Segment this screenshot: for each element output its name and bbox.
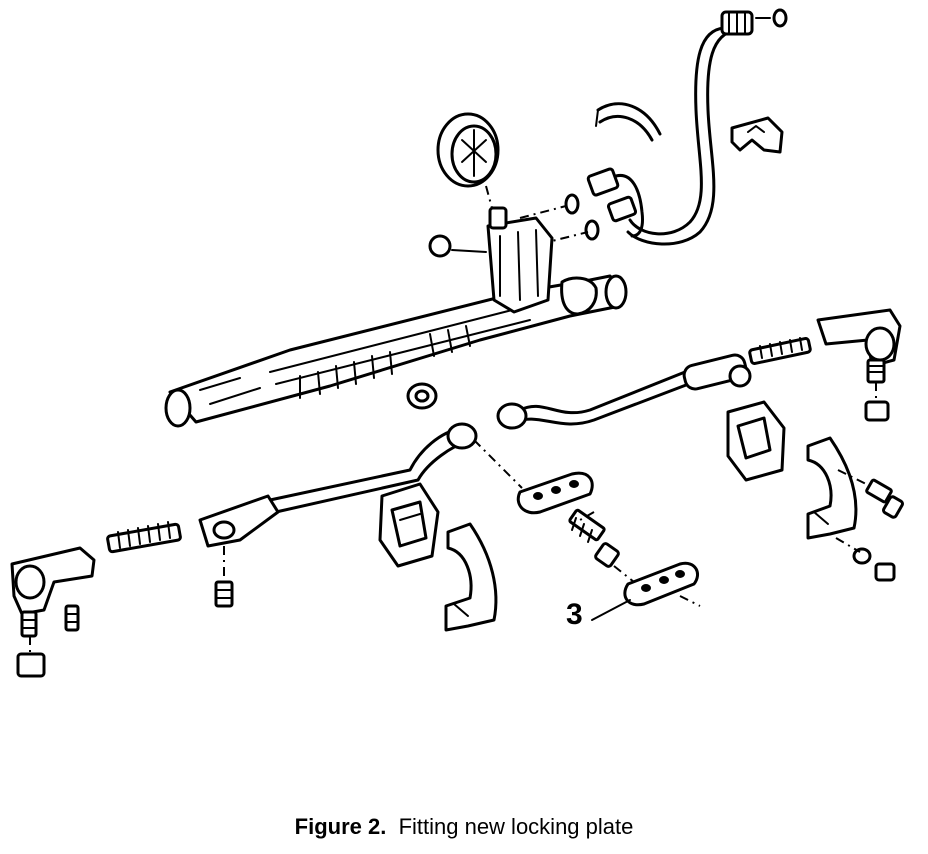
upper-locking-plate	[474, 440, 592, 513]
union-fittings	[520, 168, 643, 244]
pressure-pipe	[628, 10, 786, 244]
left-mounting-clamp	[446, 524, 496, 630]
figure-caption-text: Fitting new locking plate	[398, 814, 634, 839]
locking-bolt	[569, 510, 619, 568]
callout-leader-line	[592, 600, 630, 620]
lower-locking-plate	[614, 563, 700, 606]
steering-rack-housing	[166, 208, 626, 426]
left-mounting-bush	[380, 484, 438, 566]
right-tie-rod-end	[818, 310, 900, 420]
right-clamp-bolt	[838, 470, 904, 518]
return-hose-section	[596, 104, 660, 140]
small-seal-ring	[430, 236, 450, 256]
o-ring-top	[774, 10, 786, 26]
left-tie-rod	[200, 424, 476, 606]
callout-number-3: 3	[566, 598, 583, 631]
right-tie-rod	[498, 338, 811, 428]
pinion-dust-boot	[438, 114, 498, 208]
right-mounting-clamp	[808, 438, 856, 538]
figure-label: Figure 2.	[294, 814, 387, 839]
left-adjuster-sleeve	[107, 522, 181, 552]
left-tie-rod-end	[12, 548, 94, 676]
right-mounting-bush	[728, 402, 784, 480]
center-washer	[408, 384, 436, 408]
right-clamp-washer-nut	[836, 538, 894, 580]
pipe-clip	[732, 118, 782, 152]
figure-caption: Figure 2. Fitting new locking plate	[0, 814, 928, 840]
steering-rack-exploded-diagram	[0, 0, 928, 790]
